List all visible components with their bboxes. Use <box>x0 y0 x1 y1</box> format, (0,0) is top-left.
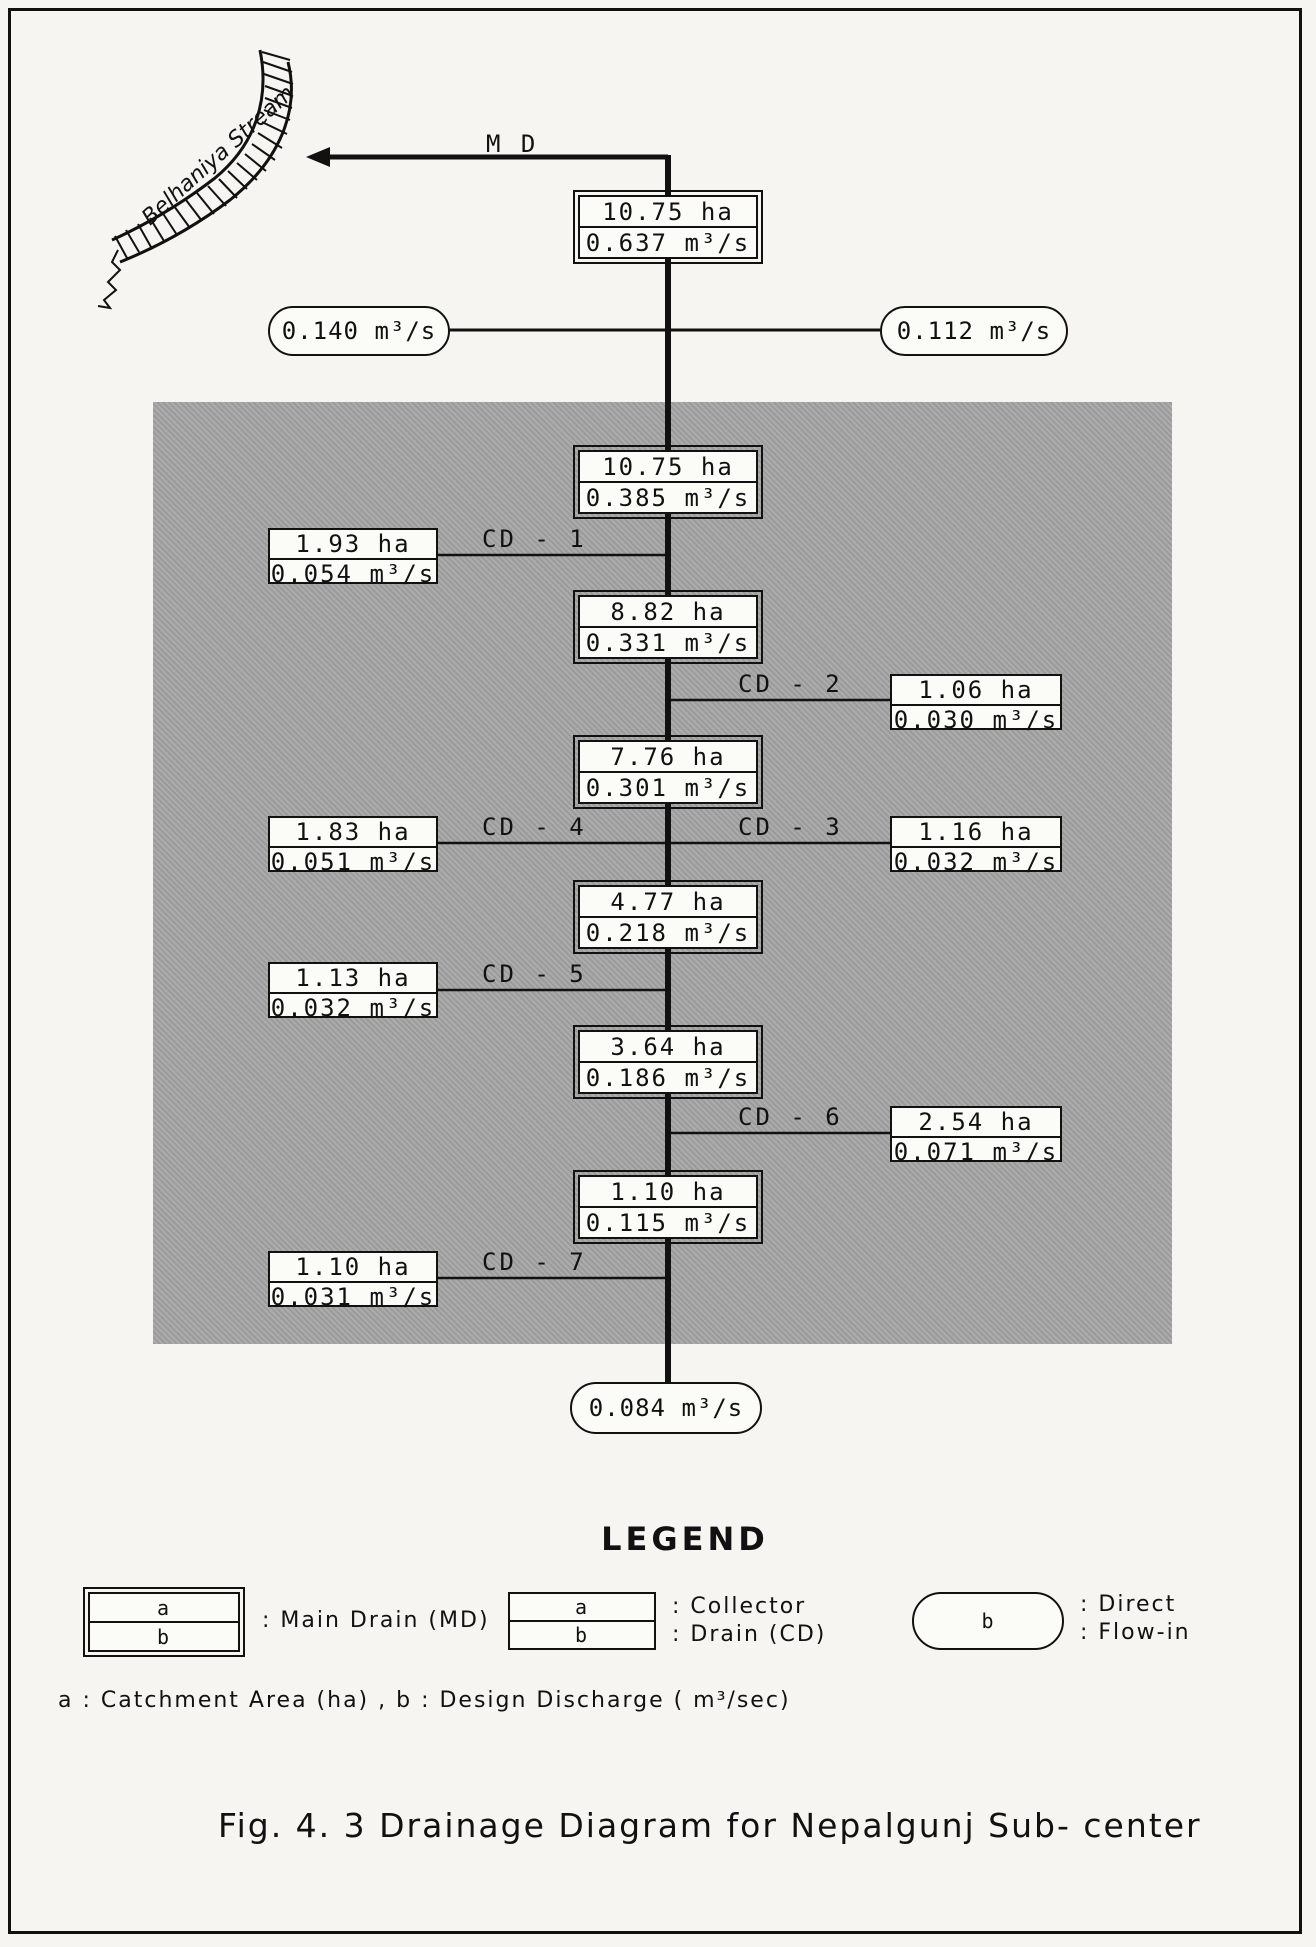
catchment-area: 2.54 ha <box>892 1108 1060 1138</box>
cd3-label: CD - 3 <box>738 813 843 841</box>
catchment-area: 1.10 ha <box>270 1253 436 1283</box>
design-discharge: 0.186 m³/s <box>580 1063 756 1092</box>
legend-key-b: b <box>981 1609 994 1633</box>
legend-direct-swatch: b <box>912 1592 1064 1650</box>
design-discharge: 0.030 m³/s <box>892 706 1060 734</box>
legend-key-b: b <box>90 1623 238 1650</box>
legend-title: LEGEND <box>560 1520 810 1558</box>
catchment-area: 4.77 ha <box>580 887 756 918</box>
catchment-area: 1.13 ha <box>270 964 436 994</box>
collector-box-cd2: 1.06 ha 0.030 m³/s <box>890 674 1062 730</box>
cd5-label: CD - 5 <box>482 960 587 988</box>
design-discharge: 0.071 m³/s <box>892 1138 1060 1166</box>
design-discharge: 0.051 m³/s <box>270 848 436 876</box>
design-discharge: 0.031 m³/s <box>270 1283 436 1311</box>
direct-flow-left: 0.140 m³/s <box>268 306 450 356</box>
legend-direct-text-2: : Flow-in <box>1080 1620 1191 1646</box>
main-drain-box-2: 10.75 ha 0.385 m³/s <box>578 450 758 514</box>
collector-box-cd7: 1.10 ha 0.031 m³/s <box>268 1251 438 1307</box>
direct-flow-right: 0.112 m³/s <box>880 306 1068 356</box>
collector-box-cd4: 1.83 ha 0.051 m³/s <box>268 816 438 872</box>
main-drain-label: M D <box>486 130 538 158</box>
design-discharge: 0.032 m³/s <box>270 994 436 1022</box>
design-discharge: 0.218 m³/s <box>580 918 756 947</box>
legend-key-a: a <box>510 1594 654 1622</box>
cd4-label: CD - 4 <box>482 813 587 841</box>
collector-box-cd3: 1.16 ha 0.032 m³/s <box>890 816 1062 872</box>
cd1-label: CD - 1 <box>482 525 587 553</box>
collector-box-cd5: 1.13 ha 0.032 m³/s <box>268 962 438 1018</box>
catchment-area: 10.75 ha <box>580 452 756 483</box>
catchment-area: 3.64 ha <box>580 1032 756 1063</box>
legend-collector-swatch: a b <box>508 1592 656 1650</box>
collector-box-cd1: 1.93 ha 0.054 m³/s <box>268 528 438 584</box>
main-drain-box-7: 1.10 ha 0.115 m³/s <box>578 1175 758 1239</box>
design-discharge: 0.032 m³/s <box>892 848 1060 876</box>
figure-caption: Fig. 4. 3 Drainage Diagram for Nepalgunj… <box>218 1806 1202 1845</box>
legend-collector-text-2: : Drain (CD) <box>672 1622 826 1648</box>
catchment-area: 1.16 ha <box>892 818 1060 848</box>
design-discharge: 0.637 m³/s <box>580 228 756 257</box>
design-discharge: 0.054 m³/s <box>270 560 436 588</box>
legend-key-b: b <box>510 1622 654 1648</box>
catchment-area: 1.10 ha <box>580 1177 756 1208</box>
legend-main-drain-swatch: a b <box>88 1592 240 1652</box>
cd7-label: CD - 7 <box>482 1248 587 1276</box>
design-discharge: 0.301 m³/s <box>580 773 756 802</box>
legend-main-drain-text: : Main Drain (MD) <box>262 1608 490 1634</box>
direct-flow-bottom: 0.084 m³/s <box>570 1382 762 1434</box>
catchment-area: 1.06 ha <box>892 676 1060 706</box>
collector-box-cd6: 2.54 ha 0.071 m³/s <box>890 1106 1062 1162</box>
catchment-area: 8.82 ha <box>580 597 756 628</box>
cd6-label: CD - 6 <box>738 1103 843 1131</box>
legend-direct-text-1: : Direct <box>1080 1592 1176 1618</box>
main-drain-box-3: 8.82 ha 0.331 m³/s <box>578 595 758 659</box>
catchment-area: 10.75 ha <box>580 197 756 228</box>
catchment-area: 7.76 ha <box>580 742 756 773</box>
catchment-area: 1.93 ha <box>270 530 436 560</box>
main-drain-box-4: 7.76 ha 0.301 m³/s <box>578 740 758 804</box>
legend-key-a: a <box>90 1594 238 1623</box>
cd2-label: CD - 2 <box>738 670 843 698</box>
stream-outflow <box>98 250 120 308</box>
design-discharge: 0.385 m³/s <box>580 483 756 512</box>
main-drain-box-6: 3.64 ha 0.186 m³/s <box>578 1030 758 1094</box>
main-drain-box-5: 4.77 ha 0.218 m³/s <box>578 885 758 949</box>
design-discharge: 0.331 m³/s <box>580 628 756 657</box>
main-drain-arrowhead <box>306 147 330 167</box>
catchment-area: 1.83 ha <box>270 818 436 848</box>
main-drain-box-1: 10.75 ha 0.637 m³/s <box>578 195 758 259</box>
legend-collector-text-1: : Collector <box>672 1594 806 1620</box>
design-discharge: 0.115 m³/s <box>580 1208 756 1237</box>
legend-notes: a : Catchment Area (ha) , b : Design Dis… <box>58 1688 791 1714</box>
